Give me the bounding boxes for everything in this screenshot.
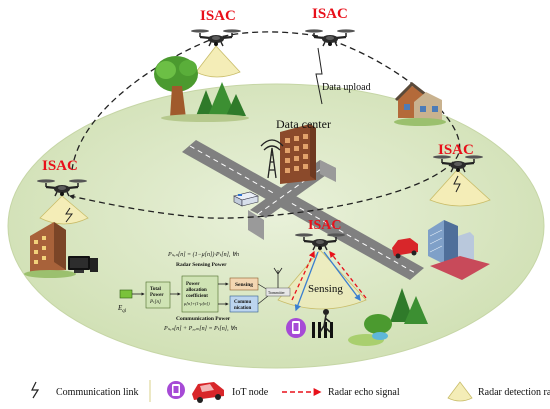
sensing-label: Sensing — [308, 283, 343, 295]
isac-label-top-right: ISAC — [312, 6, 348, 22]
sensing-signals — [291, 250, 367, 312]
car-icon — [392, 238, 418, 259]
uav-trajectory — [68, 31, 461, 219]
houses-icon — [394, 82, 446, 126]
transmitter-label: Transmitter — [268, 291, 285, 295]
data-center-label: Data center — [276, 117, 331, 131]
total-power-line1: Total — [150, 287, 162, 292]
radar-sensing-power-label: Radar Sensing Power — [176, 262, 227, 268]
comm-box-line1: Commu — [234, 300, 251, 305]
legend-radar-range: Radar detection range — [478, 387, 550, 398]
sensing-box-label: Sensing — [235, 282, 253, 288]
comm-box-line2: nication — [234, 306, 251, 311]
detection-cone-left — [39, 195, 89, 225]
eq-bottom: Pₛₑₙ[n] + Pₔₒₘ[n] = Pₜ[n], ∀n — [163, 325, 237, 332]
isac-label-right: ISAC — [438, 142, 474, 158]
detection-cone-center — [277, 249, 367, 310]
power-alloc-line1: Power — [186, 282, 200, 287]
legend: Communication link IoT node Radar echo s… — [31, 380, 550, 403]
crosswalk-pedestrian-icon — [312, 309, 333, 338]
data-upload-label: Data upload — [322, 82, 371, 93]
antenna-icon — [273, 267, 283, 288]
legend-iot-node: IoT node — [232, 387, 269, 398]
radar-range-legend-icon — [447, 381, 473, 402]
detection-cone-right — [429, 169, 491, 207]
comm-link-left — [65, 207, 73, 223]
isac-label-top-left: ISAC — [200, 8, 236, 24]
energy-source-box — [119, 289, 133, 299]
power-allocation-diagram: Pₛₑₙ[n] = (1−μ[n])·Pₜ[n], ∀n Radar Sensi… — [117, 251, 291, 332]
office-building-icon — [24, 222, 76, 278]
car-legend-icon — [192, 382, 224, 403]
detection-cone-top-left — [195, 45, 241, 78]
phone-legend-icon — [167, 381, 185, 399]
power-alloc-line2: allocation — [186, 288, 207, 293]
data-center-building — [280, 124, 316, 184]
park-trees-icon — [348, 288, 428, 346]
lightning-legend-icon — [31, 381, 40, 399]
power-alloc-line3: coefficient — [186, 294, 208, 299]
isac-label-left: ISAC — [42, 158, 78, 174]
legend-radar-echo: Radar echo signal — [328, 387, 400, 398]
uav-top-left — [189, 28, 243, 48]
ground-area — [7, 83, 545, 369]
radio-tower-icon — [260, 139, 284, 179]
comm-link-right — [453, 175, 461, 193]
total-power-line2: Power — [150, 293, 164, 298]
total-power-symbol: Pₜ[n] — [149, 300, 161, 305]
data-upload-link — [315, 47, 323, 105]
phone-iot-node-icon — [286, 318, 306, 338]
communication-power-label: Communication Power — [176, 316, 231, 322]
energy-symbol: Eql — [117, 304, 127, 314]
skyscrapers-icon — [428, 220, 490, 280]
power-alloc-symbol: μ[n]+(1-μ[n]) — [184, 301, 210, 306]
forest-icon — [154, 56, 249, 122]
power-allocation-box — [181, 275, 219, 313]
router-device-icon — [233, 191, 259, 207]
total-power-box — [145, 281, 171, 309]
computer-icon — [68, 256, 98, 273]
isac-label-center: ISAC — [308, 218, 341, 233]
eq-top: Pₛₑₙ[n] = (1−μ[n])·Pₜ[n], ∀n — [167, 251, 239, 258]
legend-communication-link: Communication link — [56, 387, 139, 398]
uav-top-right — [303, 28, 357, 48]
